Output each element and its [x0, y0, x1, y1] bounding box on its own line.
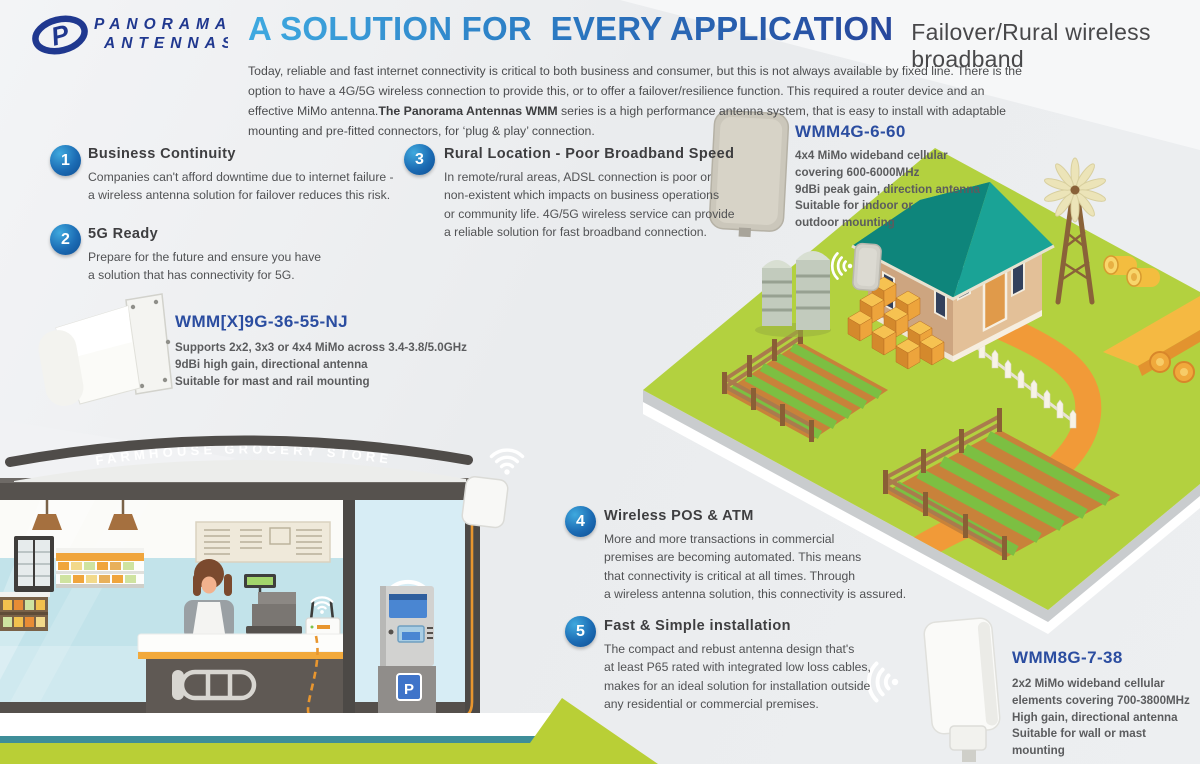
- external-antenna: [461, 476, 509, 529]
- wooden-fence: [722, 322, 814, 442]
- store-beam: [0, 478, 472, 500]
- product-image-wmm9g: [38, 293, 173, 406]
- point-3-body: In remote/rural areas, ADSL connection i…: [444, 170, 735, 239]
- store-sign: [14, 459, 466, 482]
- page-subtitle: Failover/Rural wireless broadband: [911, 19, 1151, 72]
- intro-bold-text: The Panorama Antennas WMM: [378, 104, 558, 119]
- product-name-wmm9g: WMM[X]9G-36-55-NJ: [175, 312, 349, 331]
- header: A SOLUTION FOR EVERY APPLICATION Failove…: [248, 10, 1200, 73]
- crop-field-upper: [724, 342, 888, 440]
- hanging-lamps: [32, 500, 138, 530]
- intro-paragraph: Today, reliable and fast internet connec…: [248, 62, 1026, 142]
- farm-wall-antenna: [852, 242, 882, 292]
- point-3-title: Rural Location - Poor Broadband Speed: [444, 146, 735, 162]
- panorama-logo-icon: P: [32, 15, 88, 55]
- point-5-title: Fast & Simple installation: [604, 618, 791, 634]
- crop-field-lower: [885, 430, 1120, 558]
- left-shelf: [0, 592, 50, 631]
- point-4-title: Wireless POS & ATM: [604, 508, 754, 524]
- product-name-wmm8g: WMM8G-7-38: [1012, 648, 1123, 667]
- store-illustration: P FARMHOUSE GROCERY STORE: [0, 435, 658, 764]
- svg-text:P: P: [48, 18, 73, 51]
- parking-sign: P: [396, 673, 422, 701]
- product-specs-wmm8g: 2x2 MiMo wideband cellular elements cove…: [1012, 677, 1190, 758]
- wooden-fence-2: [883, 408, 1007, 560]
- grain-silos: [755, 251, 831, 337]
- crate-stack: [847, 276, 945, 370]
- page-title: A SOLUTION FOR EVERY APPLICATION: [248, 10, 894, 47]
- wifi-signal-icon-wmm8g: [866, 661, 901, 703]
- store-pillar: [343, 500, 355, 713]
- point-2-body: Prepare for the future and ensure you ha…: [88, 250, 322, 283]
- intro-text-end: series is a high performance antenna sys…: [248, 104, 1006, 139]
- wheat-field: [1103, 296, 1200, 383]
- menu-board: [195, 521, 331, 563]
- fridge: [14, 536, 54, 592]
- windmill: [1044, 157, 1106, 305]
- parking-sign-label: P: [404, 681, 414, 698]
- brand-logo: P PANORAMA ANTENNAS: [32, 10, 232, 63]
- store-base: [0, 713, 565, 736]
- point-3-badge: 3: [404, 144, 435, 175]
- point-1-badge: 1: [50, 145, 81, 176]
- point-4-badge: 4: [565, 506, 596, 537]
- point-4-body: More and more transactions in commercial…: [604, 532, 907, 601]
- store-roof: [5, 435, 473, 467]
- wifi-signal-icon-external: [489, 448, 525, 477]
- product-name-wmm4g: WMM4G-6-60: [795, 122, 906, 141]
- point-5-body: The compact and rebust antenna design th…: [604, 642, 871, 711]
- product-specs-wmm4g: 4x4 MiMo wideband cellular covering 600-…: [795, 149, 980, 230]
- point-5-badge: 5: [565, 616, 596, 647]
- product-specs-wmm9g: Supports 2x2, 3x3 or 4x4 MiMo across 3.4…: [175, 341, 467, 388]
- ground-lime: [0, 698, 658, 764]
- hay-bales: [1103, 255, 1160, 287]
- food-shelf: [56, 548, 144, 588]
- atm-machine: P: [378, 586, 436, 713]
- product-image-wmm4g: [708, 110, 790, 238]
- point-2-title: 5G Ready: [88, 226, 159, 242]
- point-2-badge: 2: [50, 224, 81, 255]
- brand-name-line1: PANORAMA: [94, 16, 228, 33]
- brand-name-line2: ANTENNAS: [103, 35, 228, 52]
- product-image-wmm8g: [923, 617, 1001, 762]
- farm-illustration: [643, 148, 1200, 634]
- intro-text: Today, reliable and fast internet connec…: [248, 64, 1022, 119]
- point-1-body: Companies can't afford downtime due to i…: [88, 170, 394, 203]
- cash-register: [244, 574, 302, 634]
- wifi-router: [305, 600, 341, 637]
- store-counter: [137, 633, 347, 713]
- point-1-title: Business Continuity: [88, 146, 236, 162]
